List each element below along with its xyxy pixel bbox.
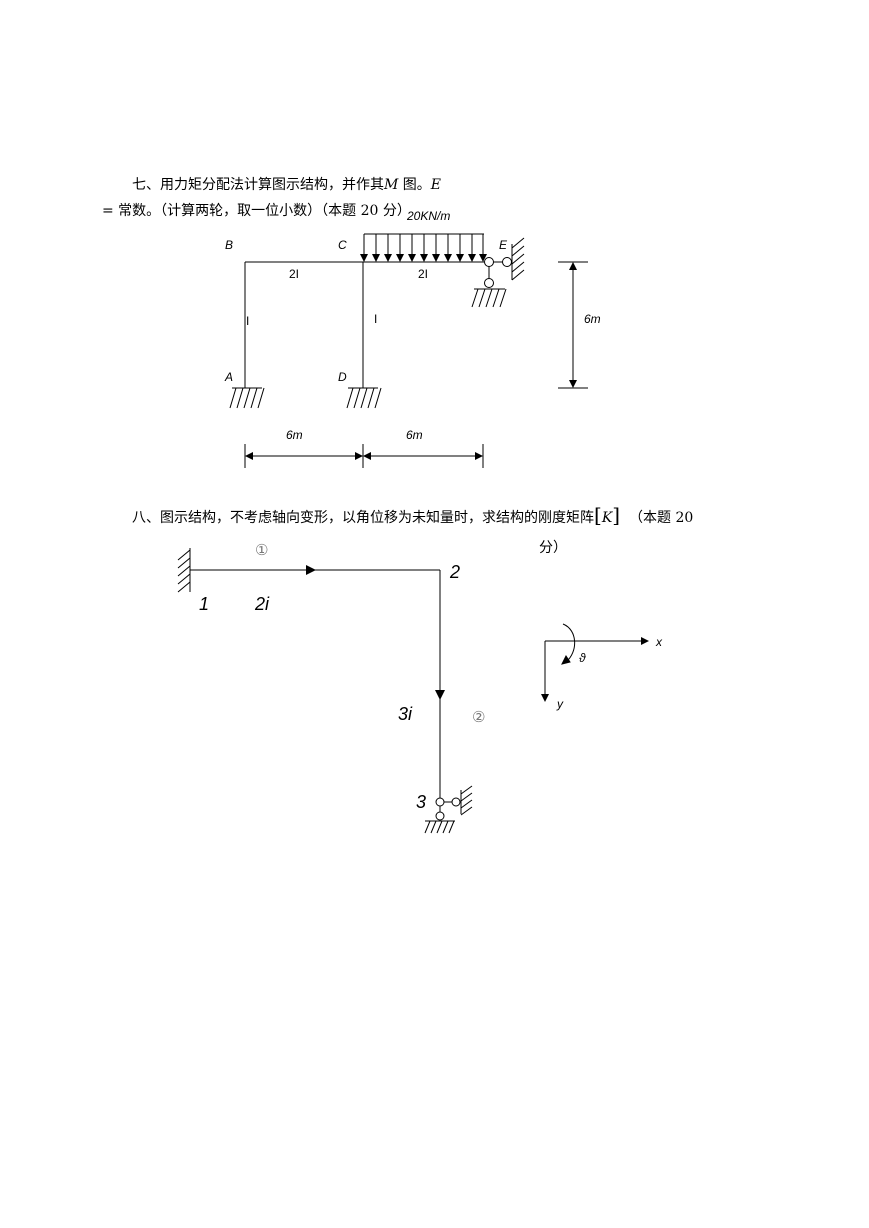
figure-7-frame (244, 261, 484, 388)
stiffness-m2-label: 3i (398, 704, 413, 724)
stiffness-ab-label: I (246, 314, 249, 328)
q8-text-part1: 八、图示结构，不考虑轴向变形，以角位移为未知量时，求结构的刚度矩阵 (132, 510, 594, 526)
fixed-support-d-icon (346, 387, 382, 409)
node-3-label: 3 (416, 792, 426, 812)
node-a-label: A (224, 370, 233, 384)
support-e-icon (471, 237, 525, 308)
node-d-label: D (338, 370, 347, 384)
member-2-direction-arrow-icon (435, 690, 445, 700)
node-2-label: 2 (449, 562, 460, 582)
theta-label: ϑ (579, 651, 586, 665)
node-b-label: B (225, 238, 233, 252)
support-3-icon (424, 785, 473, 834)
question-7-text: 七、用力矩分配法计算图示结构，并作其M 图。E = 常数。（计算两轮，取一位小数… (102, 172, 752, 224)
height-label: 6m (584, 312, 601, 326)
distributed-load-icon (360, 233, 487, 262)
stiffness-m1-label: 2i (254, 594, 270, 614)
node-1-label: 1 (199, 594, 209, 614)
member-1-direction-arrow-icon (306, 565, 316, 575)
member-1-number: ① (255, 541, 268, 559)
span2-label: 6m (406, 428, 423, 442)
span-dimensions (244, 444, 484, 468)
height-dimension (558, 261, 588, 389)
q8-text-part2: （本题 20 (629, 510, 694, 526)
q7-text-part1: 七、用力矩分配法计算图示结构，并作其 (132, 177, 384, 193)
question-8-text: 八、图示结构，不考虑轴向变形，以角位移为未知量时，求结构的刚度矩阵[K] （本题… (132, 503, 694, 527)
node-c-label: C (338, 238, 347, 252)
stiffness-cd-label: I (374, 312, 377, 326)
stiffness-bc-label: 2I (289, 267, 299, 281)
y-axis-label: y (556, 697, 564, 711)
q7-symbol-e: E (430, 177, 442, 193)
span1-label: 6m (286, 428, 303, 442)
member-2-number: ② (472, 708, 485, 726)
fixed-support-1-icon (177, 548, 191, 593)
q7-text-part3: = 常数。（计算两轮，取一位小数）（本题 20 分） (102, 203, 411, 219)
fixed-support-a-icon (229, 387, 265, 409)
q7-text-part2: 图。 (398, 177, 431, 193)
coordinate-axes-icon (541, 623, 649, 702)
q8-matrix-symbol: K (601, 510, 613, 526)
x-axis-label: x (655, 635, 663, 649)
load-label: 20KN/m (406, 209, 450, 223)
node-e-label: E (499, 238, 508, 252)
figure-8-frame (190, 569, 441, 798)
q7-symbol-m: M (384, 177, 399, 193)
stiffness-ce-label: 2I (418, 267, 428, 281)
q8-text-tail: 分） (539, 540, 567, 556)
